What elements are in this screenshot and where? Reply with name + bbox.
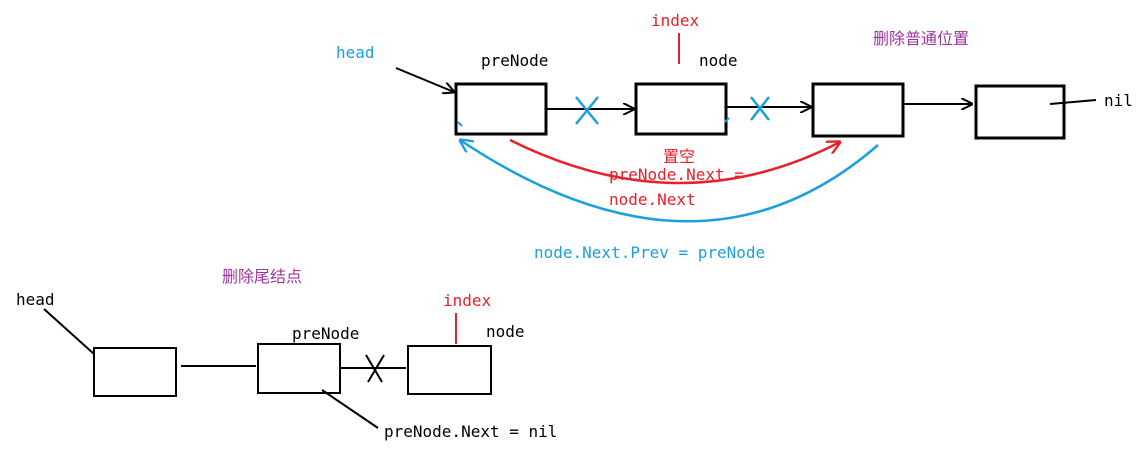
bottom-head-label: head xyxy=(16,290,55,309)
top-nil-label: nil xyxy=(1104,91,1133,110)
bottom-head-pointer xyxy=(43,308,95,355)
top-blue-curved-arrow xyxy=(460,140,879,223)
top-blue-expr: node.Next.Prev = preNode xyxy=(534,243,765,262)
top-cross-icon-1 xyxy=(575,96,599,125)
top-next-node-box xyxy=(811,82,905,138)
bottom-prenode-label: preNode xyxy=(292,324,359,343)
top-diagram: 删除普通位置 head index preNode node nil xyxy=(336,11,1133,262)
bottom-prenode-box xyxy=(257,343,341,394)
bottom-node-label: node xyxy=(486,322,525,341)
top-title: 删除普通位置 xyxy=(873,29,969,48)
top-blue-tick-1 xyxy=(457,121,463,127)
top-red-expr-line2: node.Next xyxy=(609,190,696,209)
top-node-label: node xyxy=(699,51,738,70)
top-head-arrow xyxy=(395,67,454,92)
bottom-diagram: 删除尾结点 head index preNode node preNode.Ne… xyxy=(16,267,557,441)
top-set-null-label: 置空 xyxy=(663,147,695,166)
bottom-node-box xyxy=(407,345,492,395)
top-red-curved-arrow xyxy=(509,138,840,185)
bottom-cross-icon xyxy=(365,354,385,383)
top-index-node-box xyxy=(634,82,728,136)
top-last-node-box xyxy=(974,84,1066,140)
bottom-title: 删除尾结点 xyxy=(222,267,302,286)
bottom-expr-pointer xyxy=(321,389,379,429)
top-red-expr-line1: preNode.Next = xyxy=(609,165,744,184)
bottom-head-node-box xyxy=(93,347,177,397)
top-prenode-label: preNode xyxy=(481,51,548,70)
bottom-index-label: index xyxy=(443,291,492,310)
top-head-label: head xyxy=(336,43,375,62)
top-link-last-to-nil xyxy=(1049,99,1097,105)
bottom-expr: preNode.Next = nil xyxy=(384,422,557,441)
top-cross-icon-2 xyxy=(750,96,770,121)
top-index-label: index xyxy=(651,11,700,30)
top-head-node-box xyxy=(454,82,548,136)
top-blue-tick-2 xyxy=(724,117,730,123)
